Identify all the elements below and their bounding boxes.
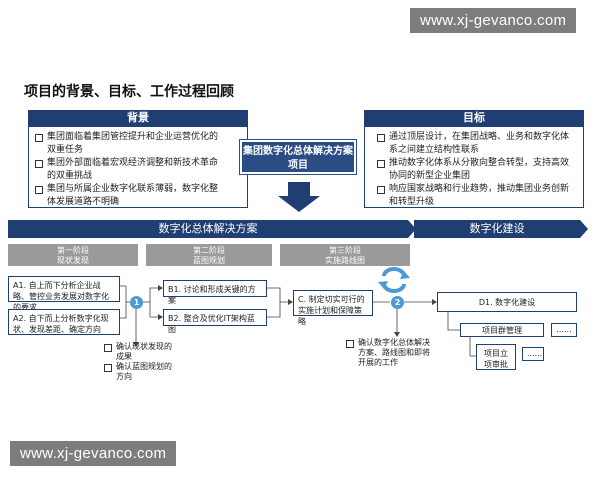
box-c: C. 制定切实可行的实施计划和保障策略 bbox=[293, 290, 373, 326]
milestone-2-icon: 2 bbox=[391, 296, 404, 309]
box-dots-1: ...... bbox=[551, 323, 577, 337]
background-panel: 背景 集团面临着集团管控提升和企业运营优化的双重任务 集团外部面临着宏观经济调整… bbox=[28, 110, 248, 208]
list-item: 推动数字化体系从分散向整合转型，支持高效协同的新型企业集团 bbox=[377, 157, 577, 183]
band-solution: 数字化总体解决方案 bbox=[8, 220, 408, 238]
goal-panel: 目标 通过顶层设计，在集团战略、业务和数字化体系之间建立结构性联系 推动数字化体… bbox=[364, 110, 584, 208]
list-item: 通过顶层设计，在集团战略、业务和数字化体系之间建立结构性联系 bbox=[377, 131, 577, 157]
box-a2: A2. 自下而上分析数字化现状、发现差距、确定方向 bbox=[8, 309, 120, 335]
project-center-box: 集团数字化总体解决方案项目 bbox=[240, 140, 356, 174]
phase-2-number: 第二阶段 bbox=[193, 246, 225, 255]
box-a1: A1. 自上而下分析企业战略、管控业务发展对数字化的要求 bbox=[8, 276, 120, 312]
list-item: 响应国家战略和行业趋势，推动集团业务创新和转型升级 bbox=[377, 183, 577, 209]
checkbox-icon bbox=[377, 134, 385, 142]
box-approval: 项目立项审批 bbox=[476, 344, 516, 370]
note-2: 确认数字化总体解决方案、路线图和即将开展的工作 bbox=[346, 338, 430, 368]
refresh-cycle-icon bbox=[378, 267, 410, 293]
phase-1-name: 现状发现 bbox=[57, 256, 89, 265]
checkbox-icon bbox=[377, 160, 385, 168]
milestone-1-icon: 1 bbox=[130, 296, 143, 309]
checkbox-icon bbox=[35, 134, 43, 142]
box-b2: B2. 整合及优化IT架构蓝图 bbox=[163, 309, 267, 334]
background-heading: 背景 bbox=[28, 110, 248, 126]
page-title: 项目的背景、目标、工作过程回顾 bbox=[24, 84, 234, 100]
checkbox-icon bbox=[104, 344, 112, 352]
phase-3: 第三阶段 实施路线图 bbox=[280, 244, 410, 266]
note-1: 确认现状发现的成果 确认蓝图规划的方向 bbox=[104, 342, 172, 382]
box-portfolio: 项目群管理 bbox=[460, 323, 544, 337]
phase-1: 第一阶段 现状发现 bbox=[8, 244, 138, 266]
goal-heading: 目标 bbox=[364, 110, 584, 126]
background-body: 集团面临着集团管控提升和企业运营优化的双重任务 集团外部面临着宏观经济调整和新技… bbox=[28, 126, 248, 208]
box-b1: B1. 讨论和形成关键的方案 bbox=[163, 280, 267, 305]
watermark-top: www.xj-gevanco.com bbox=[410, 8, 577, 33]
phase-1-number: 第一阶段 bbox=[57, 246, 89, 255]
checkbox-icon bbox=[346, 340, 354, 348]
watermark-bottom: www.xj-gevanco.com bbox=[10, 441, 177, 466]
checkbox-icon bbox=[104, 364, 112, 372]
phase-3-name: 实施路线图 bbox=[325, 256, 365, 265]
box-dots-2: ...... bbox=[522, 347, 544, 361]
list-item: 集团与所属企业数字化联系薄弱，数字化整体发展道路不明确 bbox=[35, 183, 219, 209]
goal-body: 通过顶层设计，在集团战略、业务和数字化体系之间建立结构性联系 推动数字化体系从分… bbox=[364, 126, 584, 208]
checkbox-icon bbox=[35, 160, 43, 168]
band-construction: 数字化建设 bbox=[414, 220, 580, 238]
phase-2: 第二阶段 蓝图规划 bbox=[146, 244, 272, 266]
list-item: 集团面临着集团管控提升和企业运营优化的双重任务 bbox=[35, 131, 219, 157]
checkbox-icon bbox=[377, 186, 385, 194]
box-d1: D1. 数字化建设 bbox=[437, 292, 577, 312]
phase-2-name: 蓝图规划 bbox=[193, 256, 225, 265]
down-arrow-icon bbox=[278, 182, 320, 212]
phase-3-number: 第三阶段 bbox=[329, 246, 361, 255]
checkbox-icon bbox=[35, 186, 43, 194]
list-item: 集团外部面临着宏观经济调整和新技术革命的双重挑战 bbox=[35, 157, 219, 183]
